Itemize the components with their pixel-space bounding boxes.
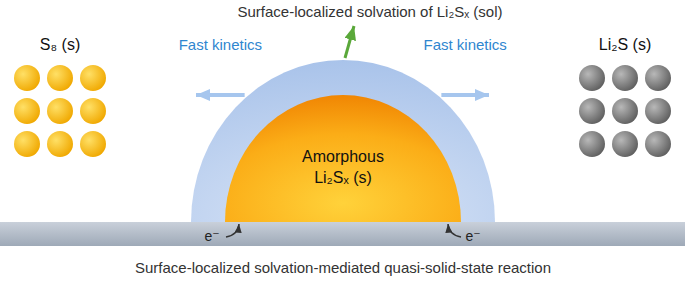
particle (645, 65, 671, 91)
particle-grid (577, 64, 673, 164)
amorphous-dome: Amorphous Li₂Sₓ (s) (191, 60, 495, 222)
particle (612, 131, 638, 157)
electron-label: e⁻ (465, 228, 480, 244)
particle (14, 131, 40, 157)
electron-label: e⁻ (204, 228, 219, 244)
particle (612, 98, 638, 124)
reaction-arrow (196, 93, 245, 97)
particle (47, 131, 73, 157)
particle (14, 98, 40, 124)
particle (612, 65, 638, 91)
li2s-particles: Li₂S (s) (495, 30, 673, 165)
particle (645, 131, 671, 157)
solvation-arrow (345, 26, 354, 58)
node-heading: S₈ (s) (40, 35, 80, 55)
particle (80, 131, 106, 157)
caption-text: Surface-localized solvation-mediated qua… (135, 259, 551, 276)
particle (645, 98, 671, 124)
node-text: Amorphous Li₂Sₓ (s) (289, 146, 397, 188)
particle (47, 98, 73, 124)
particle (47, 65, 73, 91)
particle (14, 65, 40, 91)
solvation-label: Surface-localized solvation of Li₂Sₓ (so… (237, 3, 502, 20)
edge-label: Fast kinetics (424, 36, 507, 53)
particle (579, 131, 605, 157)
particle (80, 65, 106, 91)
sulfur-particles: S₈ (s) (12, 30, 190, 165)
reaction-arrow (441, 93, 489, 97)
node-heading: Li₂S (s) (599, 35, 651, 55)
particle (579, 65, 605, 91)
solvation-shell (191, 60, 495, 222)
electrode-substrate (0, 222, 685, 246)
electron-arrow (448, 224, 461, 237)
electron-arrow (226, 224, 239, 237)
particle (80, 98, 106, 124)
particle (579, 98, 605, 124)
edge-label: Fast kinetics (179, 36, 262, 53)
dome-shape (191, 60, 495, 222)
amorphous-core (225, 95, 461, 222)
particle-grid (12, 64, 108, 164)
